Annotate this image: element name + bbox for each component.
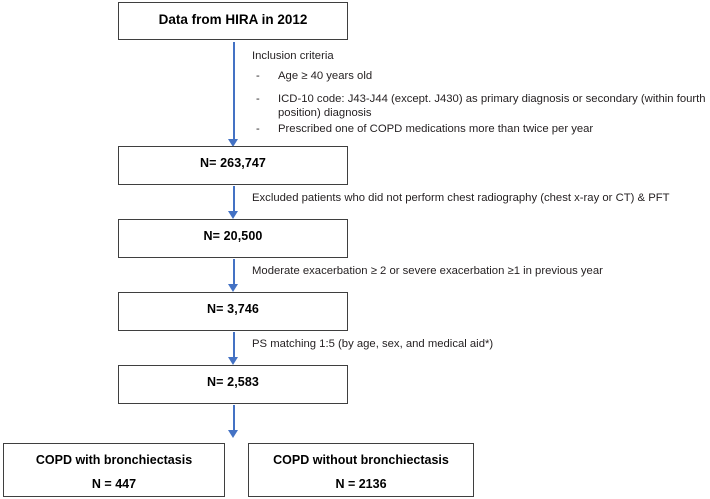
arrow-step3-to-step4 [228, 332, 239, 365]
node-leaf-right-count: N = 2136 [335, 477, 387, 491]
arrow-shaft [233, 259, 235, 284]
inclusion-criteria-item-2-text: ICD-10 code: J43-J44 (except. J430) as p… [278, 93, 706, 119]
arrow-head [228, 357, 238, 365]
arrow-head [228, 430, 238, 438]
node-step4-label: N= 2,583 [207, 375, 259, 389]
node-data-source-label: Data from HIRA in 2012 [158, 12, 308, 27]
arrow-step1-to-step2 [228, 186, 239, 219]
arrow-shaft [233, 332, 235, 357]
node-step2-label: N= 20,500 [203, 229, 263, 243]
node-data-source: Data from HIRA in 2012 [118, 2, 348, 40]
exclusion-note-step3: Moderate exacerbation ≥ 2 or severe exac… [252, 265, 603, 277]
node-step2: N= 20,500 [118, 219, 348, 258]
inclusion-criteria-item-3-text: Prescribed one of COPD medications more … [278, 123, 594, 135]
inclusion-criteria-item-1-text: Age ≥ 40 years old [278, 70, 373, 82]
inclusion-criteria-item-2: - ICD-10 code: J43-J44 (except. J430) as… [256, 93, 708, 120]
node-step1: N= 263,747 [118, 146, 348, 185]
inclusion-criteria-heading: Inclusion criteria [252, 50, 334, 62]
arrow-shaft [233, 186, 235, 211]
arrow-step2-to-step3 [228, 259, 239, 292]
inclusion-criteria-item-3: - Prescribed one of COPD medications mor… [256, 123, 706, 137]
matching-note-step4: PS matching 1:5 (by age, sex, and medica… [252, 338, 494, 350]
node-leaf-copd-with-bronchiectasis: COPD with bronchiectasis N = 447 [3, 443, 225, 497]
node-leaf-copd-without-bronchiectasis: COPD without bronchiectasis N = 2136 [248, 443, 474, 497]
node-step4: N= 2,583 [118, 365, 348, 404]
node-step3-label: N= 3,746 [207, 302, 259, 316]
bullet-dash-icon: - [256, 93, 260, 105]
node-leaf-right-title: COPD without bronchiectasis [273, 453, 449, 467]
node-step3: N= 3,746 [118, 292, 348, 331]
inclusion-criteria-item-1: - Age ≥ 40 years old [256, 70, 706, 84]
arrow-head [228, 139, 238, 147]
node-leaf-left-count: N = 447 [91, 477, 137, 491]
arrow-shaft [233, 42, 235, 139]
node-leaf-left-title: COPD with bronchiectasis [35, 453, 193, 467]
arrow-head [228, 284, 238, 292]
arrow-source-to-step1 [228, 42, 239, 147]
exclusion-note-step2: Excluded patients who did not perform ch… [252, 192, 670, 204]
arrow-step4-to-leaves [228, 405, 239, 438]
arrow-head [228, 211, 238, 219]
arrow-shaft [233, 405, 235, 430]
node-step1-label: N= 263,747 [200, 156, 266, 170]
bullet-dash-icon: - [256, 123, 260, 135]
bullet-dash-icon: - [256, 70, 260, 82]
